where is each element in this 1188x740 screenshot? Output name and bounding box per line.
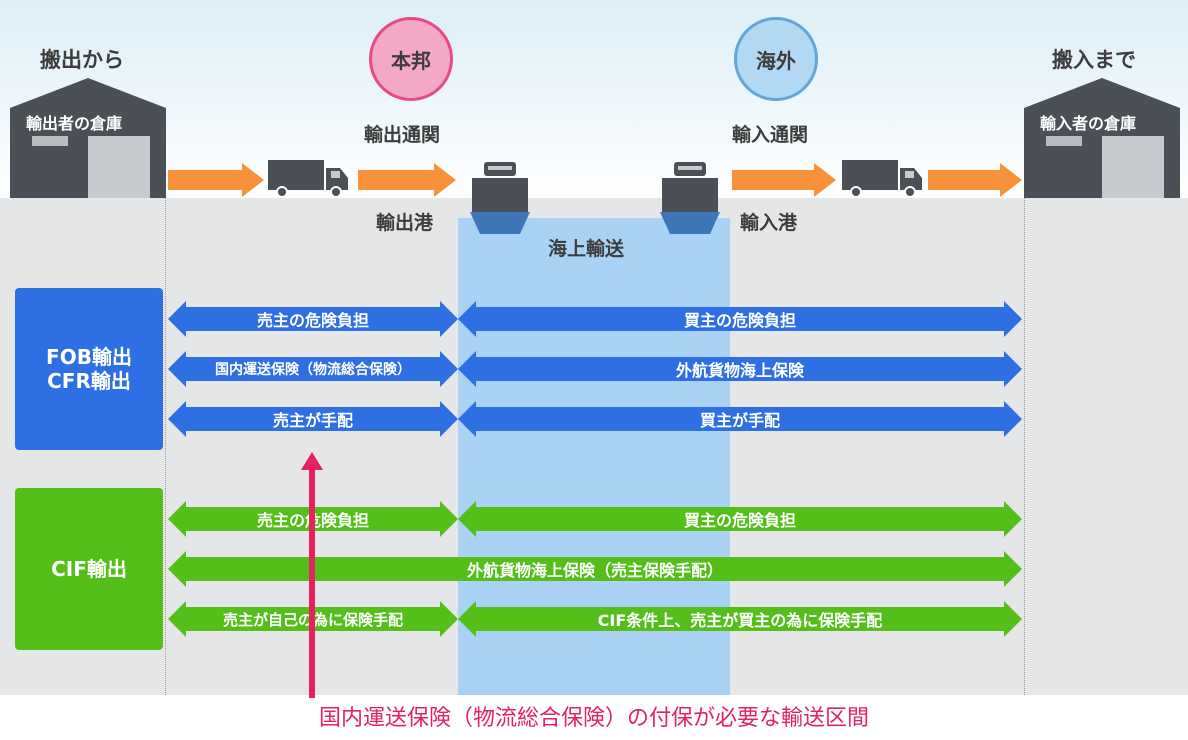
orange-arrow-icon	[168, 163, 264, 197]
up-arrow-icon	[301, 452, 323, 698]
right-warehouse-label: 輸入者の倉庫	[1040, 114, 1137, 133]
import-port-label: 輸入港	[740, 212, 798, 234]
divider-export-warehouse	[165, 198, 166, 695]
cif-row1-buyer-arrow: 買主の危険負担	[458, 499, 1022, 539]
divider-import-warehouse	[1024, 198, 1025, 695]
domestic-circle: 本邦	[369, 17, 453, 101]
fob-row2-seller-arrow: 国内運送保険（物流総合保険）	[168, 349, 458, 389]
ship-icon	[660, 162, 720, 234]
orange-arrow-icon	[928, 163, 1022, 197]
bottom-note: 国内運送保険（物流総合保険）の付保が必要な輸送区間	[318, 706, 869, 731]
warehouse-icon	[1024, 78, 1180, 198]
orange-arrow-icon	[358, 163, 456, 197]
truck-icon	[268, 160, 348, 198]
arrow-label: 売主が手配	[272, 411, 353, 430]
left-warehouse-label: 輸出者の倉庫	[26, 114, 123, 133]
import-clearance-label: 輸入通関	[732, 124, 809, 146]
cif-group-label: CIF輸出	[15, 488, 163, 650]
fob-row3-buyer-arrow: 買主が手配	[458, 399, 1022, 439]
arrow-label: 外航貨物海上保険	[675, 361, 804, 380]
arrow-label: 売主の危険負担	[256, 311, 369, 330]
truck-icon	[842, 160, 922, 198]
arrow-label: 買主の危険負担	[683, 511, 796, 530]
right-title: 搬入まで	[1052, 48, 1136, 72]
arrow-label: 外航貨物海上保険（売主保険手配）	[466, 561, 723, 580]
ship-icon	[470, 162, 530, 234]
sky-background	[0, 0, 1188, 198]
left-title: 搬出から	[40, 48, 124, 72]
cif-row2-full-arrow: 外航貨物海上保険（売主保険手配）	[168, 549, 1022, 589]
arrow-label: 国内運送保険（物流総合保険）	[215, 362, 411, 378]
fob-row1-seller-arrow: 売主の危険負担	[168, 299, 458, 339]
fob-row1-buyer-arrow: 買主の危険負担	[458, 299, 1022, 339]
bottom-area	[0, 695, 1188, 740]
export-clearance-label: 輸出通関	[364, 124, 441, 146]
export-port-label: 輸出港	[376, 212, 434, 234]
overseas-circle: 海外	[734, 17, 818, 101]
orange-arrow-icon	[732, 163, 836, 197]
fob-cfr-group-label: FOB輸出 CFR輸出	[15, 288, 163, 450]
arrow-label: CIF条件上、売主が買主の為に保険手配	[597, 611, 883, 630]
fob-row3-seller-arrow: 売主が手配	[168, 399, 458, 439]
warehouse-icon	[10, 78, 166, 198]
arrow-label: 買主の危険負担	[683, 311, 796, 330]
cif-row3-buyer-arrow: CIF条件上、売主が買主の為に保険手配	[458, 599, 1022, 639]
arrow-label: 買主が手配	[699, 411, 780, 430]
sea-transport-label: 海上輸送	[548, 238, 625, 260]
fob-row2-buyer-arrow: 外航貨物海上保険	[458, 349, 1022, 389]
